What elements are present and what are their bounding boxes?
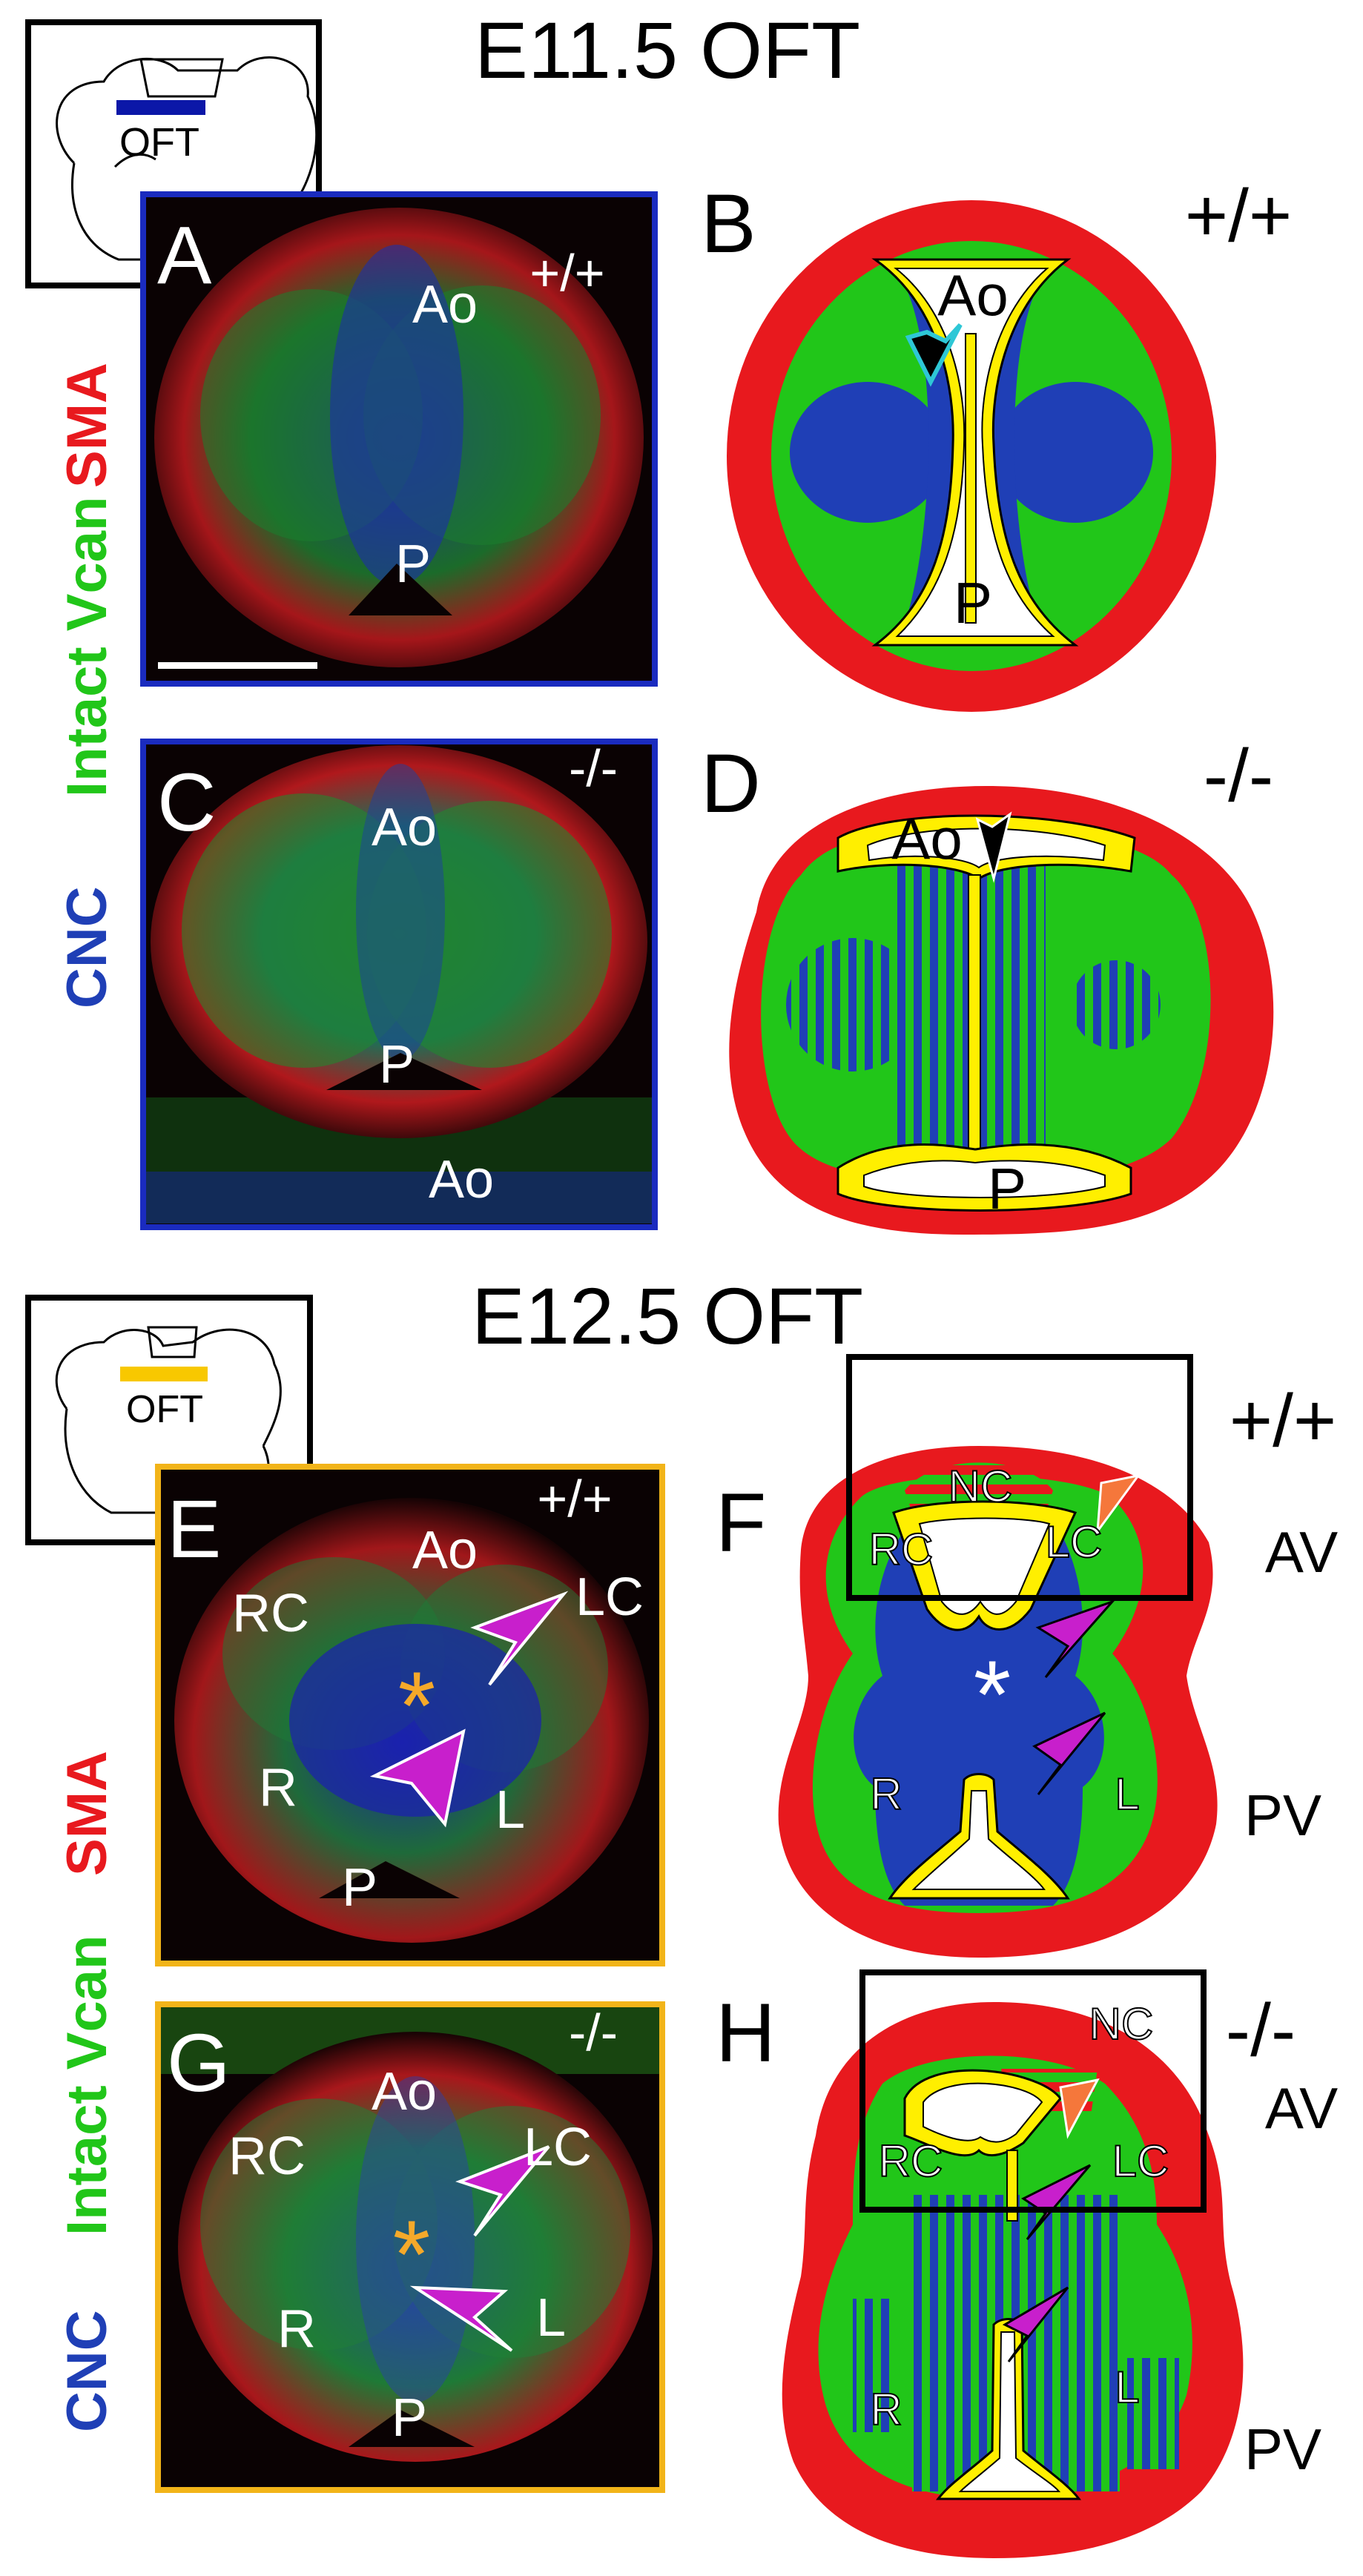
- panel-e-arrowhead-upper: [470, 1591, 569, 1686]
- panel-h-r-label: R: [870, 2385, 902, 2434]
- side-labels-upper: SMA Intact Vcan CNC: [56, 363, 119, 1008]
- panel-f-letter: F: [716, 1476, 766, 1569]
- panel-e-genotype: +/+: [537, 1470, 612, 1528]
- panel-f-pv-label: PV: [1244, 1783, 1321, 1848]
- panel-f-asterisk: *: [974, 1640, 1011, 1748]
- panel-d-p-label: P: [988, 1156, 1026, 1221]
- panel-h-letter: H: [716, 1987, 776, 2079]
- panel-g-genotype: -/-: [569, 2004, 618, 2061]
- panel-d-letter: D: [701, 737, 761, 830]
- panel-h-orange-arrowhead: [1059, 2078, 1100, 2139]
- inset-plane-bar: [116, 100, 205, 115]
- panel-a-p-label: P: [395, 535, 431, 594]
- panel-e-rc-label: RC: [232, 1584, 309, 1643]
- panel-f: F +/+ AV PV * NC RC LC R L: [716, 1354, 1338, 1958]
- panel-b-arrowhead: [905, 323, 963, 387]
- panel-g-r-label: R: [277, 2299, 316, 2359]
- panel-f-genotype: +/+: [1230, 1379, 1337, 1462]
- panel-g-letter: G: [167, 2018, 231, 2109]
- panel-f-lc-label: LC: [1046, 1517, 1103, 1567]
- panel-g-rc-label: RC: [228, 2127, 306, 2186]
- panel-h-genotype: -/-: [1226, 1989, 1296, 2072]
- label-sma-upper: SMA: [56, 363, 119, 488]
- panel-f-orange-arrowhead: [1096, 1473, 1141, 1536]
- panel-a: A +/+ Ao P: [140, 191, 658, 687]
- stage-title-e115: E11.5 OFT: [475, 5, 860, 95]
- panel-d-genotype: -/-: [1204, 734, 1273, 817]
- panel-d-arrowhead: [975, 811, 1012, 883]
- panel-f-r-label: R: [870, 1769, 902, 1819]
- scale-bar: [158, 662, 317, 669]
- panel-b-genotype: +/+: [1185, 174, 1293, 257]
- panel-h-av-box: [859, 1969, 1207, 2213]
- panel-d-ao-label: Ao: [891, 806, 962, 871]
- panel-h-arrowhead-lower: [1002, 2286, 1069, 2362]
- panel-e-lc-label: LC: [575, 1568, 644, 1627]
- panel-g-l-label: L: [536, 2288, 566, 2348]
- stage-title-e125: E12.5 OFT: [472, 1271, 863, 1361]
- label-cnc-upper: CNC: [56, 886, 119, 1008]
- side-labels-lower: SMA Intact Vcan CNC: [56, 1751, 119, 2432]
- panel-c-letter: C: [157, 757, 216, 848]
- panel-d: D -/- Ao P: [701, 734, 1274, 1235]
- panel-g: * G -/- Ao RC LC R L P: [155, 2001, 665, 2493]
- panel-e: * E +/+ Ao RC LC R L P: [155, 1464, 665, 1966]
- panel-e-r-label: R: [259, 1758, 297, 1817]
- panel-g-asterisk: *: [393, 2200, 431, 2308]
- panel-h-av-label: AV: [1265, 2075, 1338, 2141]
- panel-h: H -/- AV PV NC RC LC R L: [716, 1969, 1338, 2558]
- panel-b-ao-label: Ao: [937, 262, 1008, 328]
- inset-oft-label-e125: OFT: [126, 1388, 203, 1431]
- panel-h-arrowhead-upper: [1021, 2164, 1092, 2240]
- panel-f-rc-label: RC: [869, 1525, 934, 1574]
- panel-e-asterisk: *: [398, 1651, 436, 1760]
- panel-g-ao-label: Ao: [372, 2062, 437, 2121]
- panel-c-genotype: -/-: [569, 739, 618, 797]
- panel-b-p-label: P: [954, 570, 992, 635]
- panel-f-arrowhead-upper: [1035, 1599, 1116, 1678]
- inset-plane-bar-e125: [120, 1367, 208, 1381]
- panel-b-letter: B: [701, 177, 756, 270]
- panel-e-ao-label: Ao: [412, 1521, 478, 1580]
- inset-oft-label: OFT: [119, 120, 199, 165]
- panel-h-lc-label: LC: [1112, 2136, 1169, 2186]
- panel-g-arrowhead-lower: [409, 2285, 513, 2352]
- label-vcan-upper: Intact Vcan: [56, 497, 119, 797]
- panel-h-rc-label: RC: [879, 2136, 943, 2186]
- panel-h-nc-label: NC: [1089, 1999, 1154, 2049]
- panel-h-l-label: L: [1115, 2362, 1139, 2412]
- panel-f-av-box: [846, 1354, 1193, 1601]
- label-vcan-lower: Intact Vcan: [56, 1935, 119, 2236]
- panel-a-genotype: +/+: [529, 244, 604, 302]
- panel-a-ao-label: Ao: [412, 275, 478, 334]
- panel-f-nc-label: NC: [948, 1462, 1013, 1511]
- panel-c-ao2-label: Ao: [429, 1150, 494, 1209]
- panel-c: C -/- Ao P Ao: [140, 739, 658, 1230]
- panel-c-p-label: P: [379, 1035, 415, 1094]
- panel-h-pv-label: PV: [1244, 2417, 1321, 2482]
- label-sma-lower: SMA: [56, 1751, 119, 1876]
- panel-g-lc-label: LC: [524, 2118, 592, 2177]
- panel-e-l-label: L: [495, 1780, 525, 1840]
- panel-a-letter: A: [157, 210, 212, 301]
- panel-f-arrowhead-lower: [1032, 1711, 1106, 1795]
- panel-b: B +/+ Ao P: [701, 174, 1292, 712]
- panel-f-l-label: L: [1115, 1769, 1139, 1819]
- panel-e-arrowhead-lower: [369, 1728, 466, 1828]
- panel-c-ao-label: Ao: [372, 798, 437, 857]
- panel-g-arrowhead-upper: [455, 2145, 550, 2237]
- panel-g-p-label: P: [392, 2388, 427, 2448]
- panel-f-av-label: AV: [1265, 1519, 1338, 1585]
- panel-e-letter: E: [167, 1484, 221, 1575]
- label-cnc-lower: CNC: [56, 2310, 119, 2432]
- panel-e-p-label: P: [342, 1858, 377, 1918]
